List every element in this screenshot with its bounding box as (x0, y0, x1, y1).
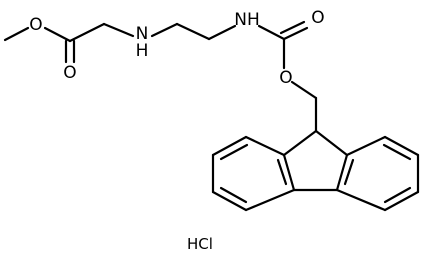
left-ring-bond-4 (211, 190, 248, 212)
left-ring-inner-bond-b (219, 186, 248, 204)
methyl-bond (3, 26, 30, 42)
ch2-ch2-bond (175, 22, 211, 41)
o-ch2-bond (290, 80, 318, 100)
left-ring-inner-bond-c (276, 158, 288, 186)
left-benzene-ring (211, 135, 296, 212)
ester-o-c-bond (43, 26, 72, 43)
carbonyl-double-bond-a (282, 26, 309, 41)
fluorene-five-ring-bonds (282, 129, 349, 192)
hcl-salt-label: HCl (187, 235, 213, 253)
carbonyl-oxygen-label-1: O (63, 63, 76, 83)
c9-left-bond (282, 129, 318, 157)
c9-right-bond (314, 129, 349, 157)
ch2-nh-bond (207, 24, 237, 41)
right-ring-bond-5 (335, 188, 387, 212)
ethylene-linker-bonds (102, 22, 237, 41)
right-ring-inner-bond-c (343, 158, 355, 186)
left-ring-bond-1 (244, 135, 286, 157)
ester-oxygen-label: O (29, 15, 42, 35)
right-ring-inner-bond-b (383, 186, 412, 204)
right-benzene-ring (335, 135, 420, 212)
alpha-c-n-bond (102, 22, 135, 38)
carbamate-nh-label: NH (234, 10, 260, 30)
right-ring-bond-1 (345, 135, 387, 157)
right-ring-bond-4 (383, 190, 420, 212)
methyl-ester-bonds (3, 22, 106, 64)
alpha-carbon-bond (68, 22, 106, 43)
right-ring-bond-6 (335, 153, 349, 192)
left-ring-inner-bond-a (219, 143, 249, 161)
left-ring-bond-5 (244, 188, 296, 212)
n-ch2-bond (150, 22, 179, 38)
left-ring-bond-2 (211, 135, 248, 157)
left-ring-bond-6 (282, 153, 296, 192)
right-ring-inner-bond-a (382, 143, 412, 161)
carbamate-oxygen-label: O (279, 68, 292, 88)
amine-nitrogen-label: N (136, 24, 149, 44)
amine-hydrogen-label: H (136, 41, 149, 61)
carbonyl-double-bond-b (279, 20, 306, 35)
carbamate-bonds (257, 20, 318, 133)
nh-carbonyl-bond (257, 24, 286, 41)
right-ring-bond-2 (383, 135, 420, 157)
carbonyl-oxygen-label-2: O (311, 8, 324, 28)
